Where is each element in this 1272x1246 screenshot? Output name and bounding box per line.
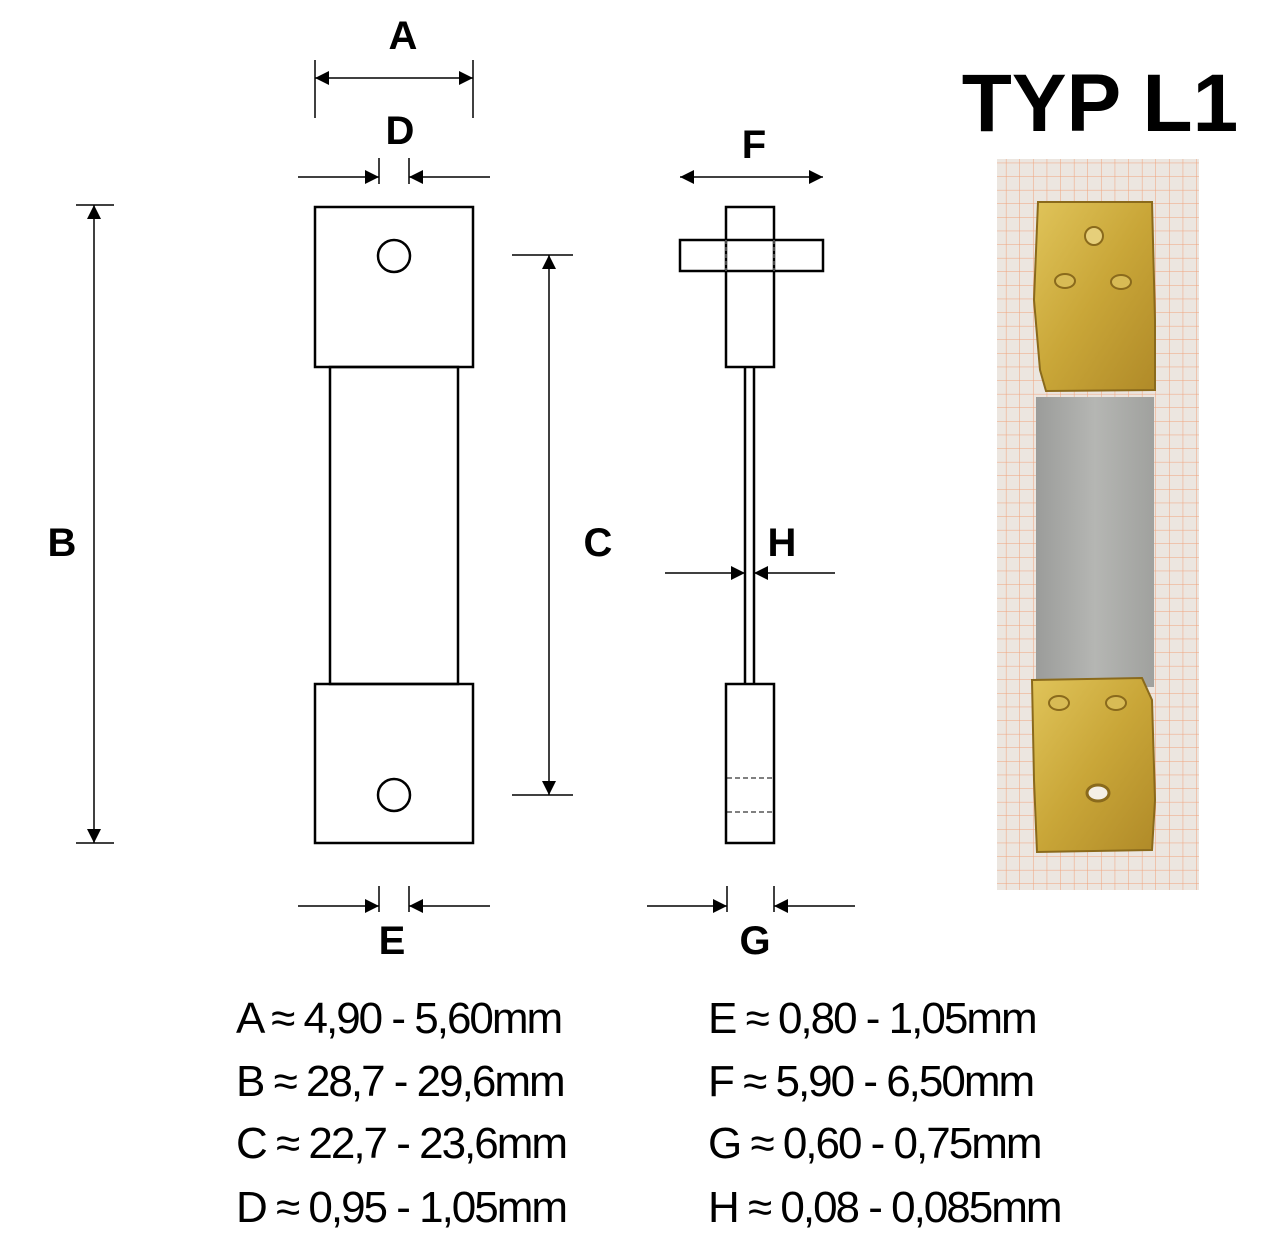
dimension-g: G <box>647 886 855 963</box>
bottom-terminal-block <box>313 682 475 845</box>
spec-a: A ≈ 4,90 - 5,60mm <box>236 994 561 1043</box>
side-view <box>678 205 825 845</box>
spec-e: E ≈ 0,80 - 1,05mm <box>708 994 1036 1043</box>
spec-list-left: A ≈ 4,90 - 5,60mm B ≈ 28,7 - 29,6mm C ≈ … <box>236 994 568 1232</box>
silver-strip <box>1036 397 1154 687</box>
mounting-hole <box>1085 783 1111 803</box>
side-top-block <box>724 205 776 369</box>
contact-pin <box>1084 226 1104 246</box>
label-g: G <box>739 919 770 963</box>
dimension-b: B <box>48 204 114 844</box>
spec-d: D ≈ 0,95 - 1,05mm <box>236 1183 566 1232</box>
front-view <box>313 205 475 845</box>
bottom-gold-plate <box>1030 676 1157 854</box>
dimension-c: C <box>512 254 613 796</box>
top-gold-plate <box>1032 201 1156 393</box>
side-pin-flange <box>678 238 825 273</box>
spec-b: B ≈ 28,7 - 29,6mm <box>236 1057 564 1106</box>
spec-c: C ≈ 22,7 - 23,6mm <box>236 1119 566 1168</box>
side-bottom-block <box>724 682 776 845</box>
label-a: A <box>389 14 418 58</box>
dimension-d: D <box>298 109 490 184</box>
label-e: E <box>379 919 406 963</box>
label-d: D <box>386 109 415 153</box>
strip-body <box>328 365 460 686</box>
bottom-hole <box>376 777 412 813</box>
spec-g: G ≈ 0,60 - 0,75mm <box>708 1119 1041 1168</box>
dimension-f: F <box>680 123 823 184</box>
spec-h: H ≈ 0,08 - 0,085mm <box>708 1183 1061 1232</box>
dimension-e: E <box>298 886 490 963</box>
label-f: F <box>742 123 766 167</box>
top-terminal-block <box>313 205 475 369</box>
label-h: H <box>768 521 797 565</box>
type-title: TYP L1 <box>962 58 1238 149</box>
product-photo <box>997 159 1199 890</box>
dimension-h: H <box>665 521 835 580</box>
dimension-a: A <box>314 14 474 118</box>
top-hole <box>376 238 412 274</box>
spec-list-right: E ≈ 0,80 - 1,05mm F ≈ 5,90 - 6,50mm G ≈ … <box>708 994 1063 1232</box>
label-b: B <box>48 521 77 565</box>
spec-f: F ≈ 5,90 - 6,50mm <box>708 1057 1033 1106</box>
label-c: C <box>584 521 613 565</box>
